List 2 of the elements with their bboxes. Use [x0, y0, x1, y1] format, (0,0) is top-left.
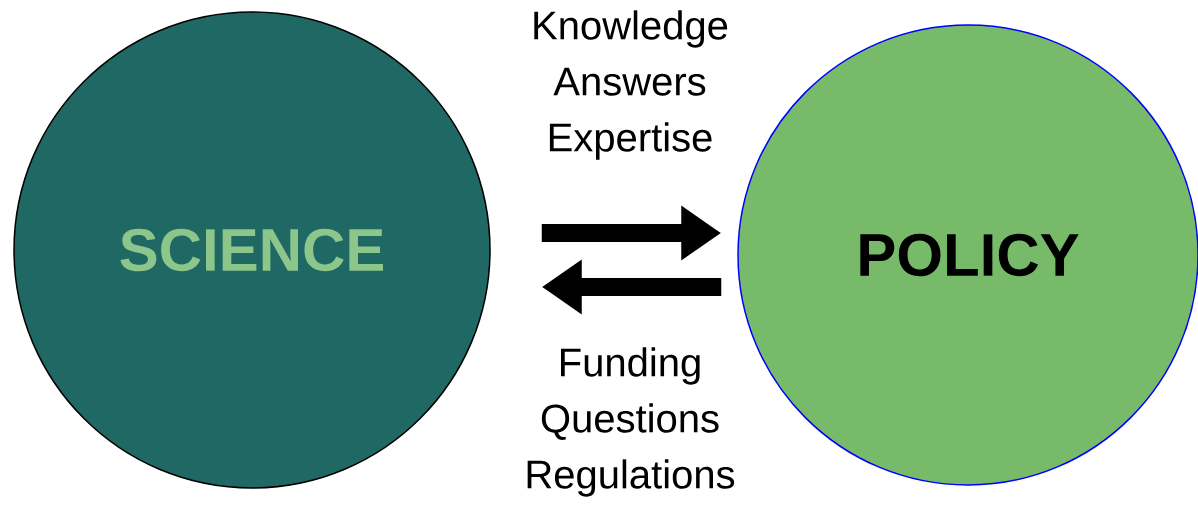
edge-label: Funding Questions Regulations: [527, 347, 735, 497]
edge-label: Knowledge Answers Expertise: [534, 10, 728, 160]
